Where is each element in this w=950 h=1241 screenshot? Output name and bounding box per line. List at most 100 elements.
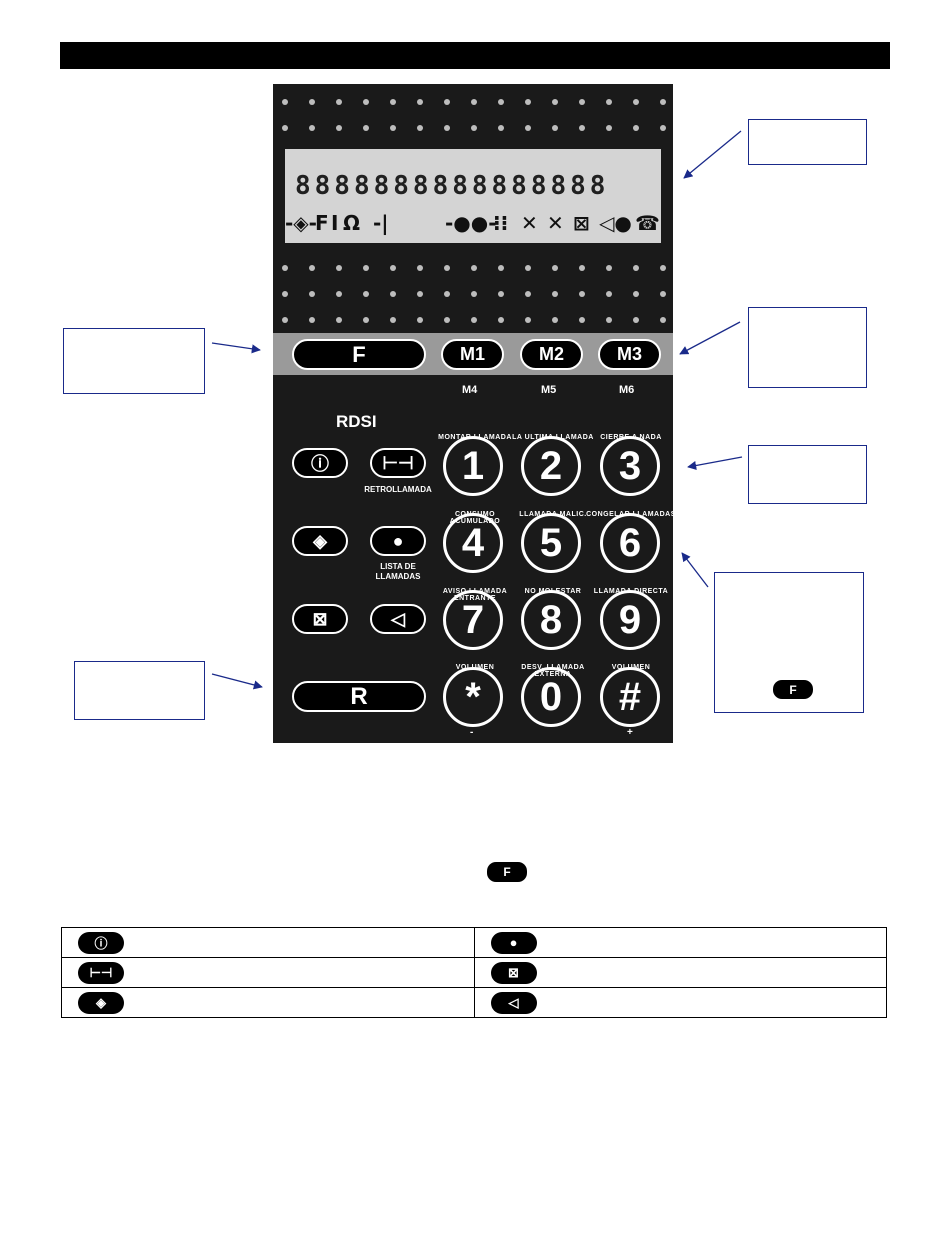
grille-dot [444,317,450,323]
key-9[interactable]: 9 [600,590,660,650]
legend-cell: ⊢⊣ [61,957,475,988]
grille-dot [660,265,666,271]
speaker-key[interactable]: ◁ [370,604,426,634]
grille-dot [579,265,585,271]
m1-key[interactable]: M1 [441,339,504,370]
grille-dot [552,125,558,131]
transfer-icon: ◈ [78,991,124,1014]
grille-dot [309,317,315,323]
mute-key[interactable]: ⊠ [292,604,348,634]
f-key[interactable]: F [292,339,426,370]
legend-cell: ◁ [473,987,887,1018]
table-row: ⊢⊣ ⊠ [61,957,887,988]
grille-dot [390,317,396,323]
grille-dot [552,99,558,105]
lista-llamadas-key[interactable]: ● [370,526,426,556]
grille-dot [417,291,423,297]
grille-dot [417,99,423,105]
grille-dot [444,125,450,131]
grille-dot [633,99,639,105]
key-8[interactable]: 8 [521,590,581,650]
grille-dot [498,99,504,105]
r-key[interactable]: R [292,681,426,712]
lista-llamadas-icon: ● [392,530,404,551]
grille-dot [633,125,639,131]
grille-dot [498,125,504,131]
lcd-display: 8888888888888888 -◈- F I Ω -| -●●- ⁝⁝ ✕ … [285,149,661,243]
arrow-r-key [211,673,263,690]
speaker-icon: ◁ [490,991,537,1014]
key-6[interactable]: 6 [600,513,660,573]
arrow-display [683,130,742,179]
grille-dot [417,125,423,131]
grille-dot [336,291,342,297]
cross2-status-icon: ✕ [547,211,564,235]
grille-dot [444,99,450,105]
m6-label: M6 [619,384,635,396]
key-star[interactable]: * [443,667,503,727]
grille-dot [471,291,477,297]
grille-dot [282,291,288,297]
key-legend-table: ⓘ ● ⊢⊣ ⊠ ◈ ◁ [61,927,887,1018]
grille-dot [444,291,450,297]
hold-status-icon: -●●- [445,211,497,235]
f-status-icon: F [315,211,329,235]
grille-dot [417,317,423,323]
legend-cell: ◈ [61,987,475,1018]
grille-dot [282,125,288,131]
grille-dot [390,291,396,297]
retro-status-icon: -| [373,211,389,235]
key-7[interactable]: 7 [443,590,503,650]
grille-dot [417,265,423,271]
key-0[interactable]: 0 [521,667,581,727]
key-2[interactable]: 2 [521,436,581,496]
grille-dot [606,291,612,297]
speaker-grille-mid-2 [282,291,666,297]
lista-llamadas-label: LISTA DE LLAMADAS [353,562,443,582]
grille-dot [363,317,369,323]
key-3[interactable]: 3 [600,436,660,496]
grid-status-icon: ⁝⁝ [493,211,509,235]
callout-keypad [748,445,867,504]
mute-icon: ⊠ [490,961,537,984]
grille-dot [282,317,288,323]
lista-label-line2: LLAMADAS [375,572,421,581]
key-4[interactable]: 4 [443,513,503,573]
volume-down-label: - [470,727,474,738]
lista-llamadas-icon: ● [490,931,537,954]
retrollamada-key[interactable]: ⊢⊣ [370,448,426,478]
grille-dot [633,265,639,271]
grille-dot [552,291,558,297]
grille-dot [444,265,450,271]
callout-display [748,119,867,165]
grille-dot [282,99,288,105]
retrollamada-label: RETROLLAMADA [364,485,432,494]
arrow-function [211,342,261,354]
grille-dot [336,125,342,131]
rdsi-key[interactable]: ⓘ [292,448,348,478]
key-1[interactable]: 1 [443,436,503,496]
arrow-keypad-functions [681,552,709,588]
arrow-keypad [687,456,743,470]
cross-status-icon: ✕ [521,211,538,235]
table-row: ◈ ◁ [61,987,887,1018]
key-hash[interactable]: # [600,667,660,727]
speaker-grille-mid-1 [282,265,666,271]
grille-dot [309,125,315,131]
grille-dot [471,125,477,131]
callout-f-badge: F [773,680,813,699]
speaker-grille-top-2 [282,125,666,131]
transfer-key[interactable]: ◈ [292,526,348,556]
m3-key[interactable]: M3 [598,339,661,370]
grille-dot [552,265,558,271]
speaker-icon: ◁ [391,608,405,629]
grille-dot [309,99,315,105]
grille-dot [660,99,666,105]
m2-key[interactable]: M2 [520,339,583,370]
grille-dot [471,99,477,105]
retrollamada-icon: ⊢⊣ [382,452,414,473]
phone-panel: 8888888888888888 -◈- F I Ω -| -●●- ⁝⁝ ✕ … [273,84,675,743]
key-5[interactable]: 5 [521,513,581,573]
grille-dot [579,99,585,105]
arrow-memory [679,321,741,355]
